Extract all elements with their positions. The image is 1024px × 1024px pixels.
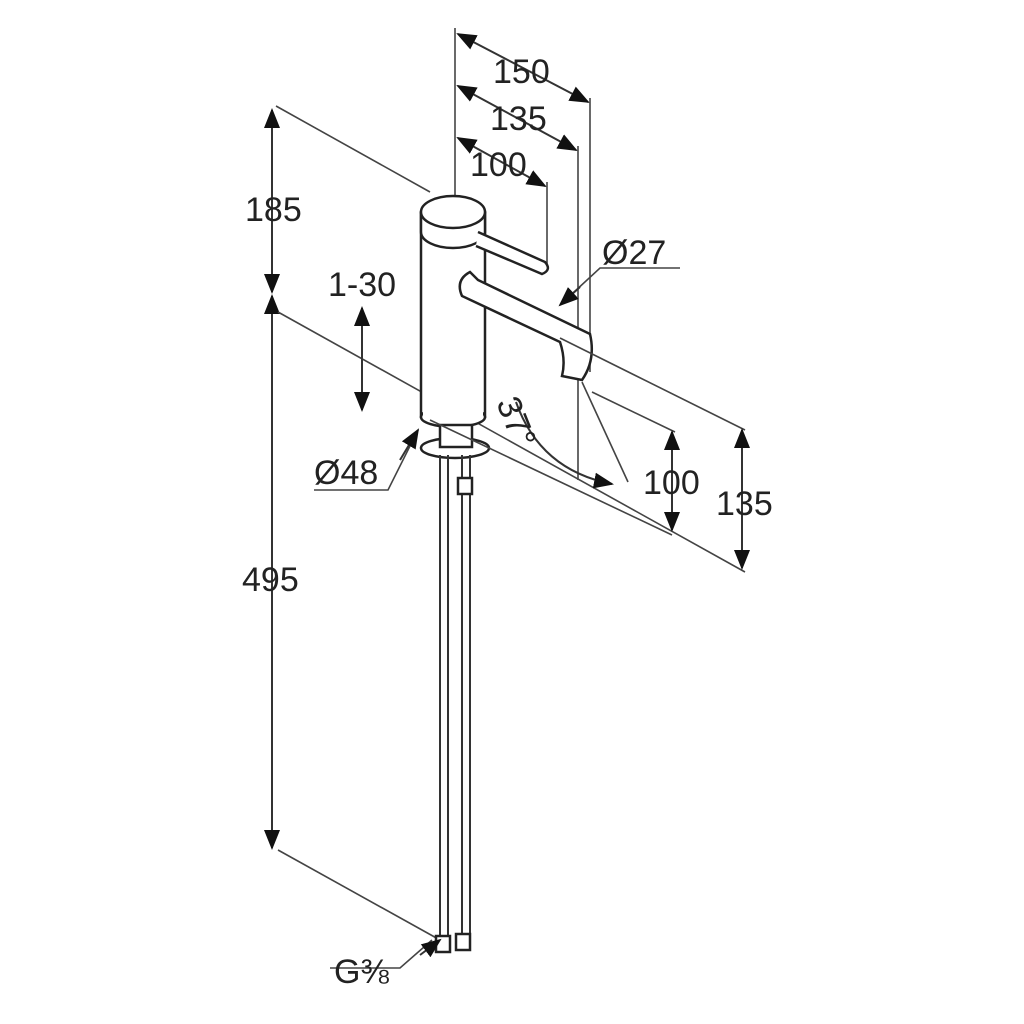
angle-arc-37 xyxy=(515,401,614,489)
arrow-o48 xyxy=(399,428,420,461)
extension-line xyxy=(275,105,431,193)
extension-line xyxy=(559,337,746,431)
base-nut xyxy=(438,423,474,449)
label-185: 185 xyxy=(245,191,302,229)
connector xyxy=(454,932,472,952)
arrow-g38 xyxy=(419,938,442,958)
label-495: 495 xyxy=(242,561,299,599)
faucet xyxy=(419,194,593,954)
label-135-top: 135 xyxy=(490,100,547,138)
angle-line xyxy=(581,381,629,483)
fitting xyxy=(456,476,474,496)
connector xyxy=(434,934,452,954)
body-mask xyxy=(423,405,483,417)
label-o48: Ø48 xyxy=(314,454,379,492)
label-1-30: 1-30 xyxy=(328,266,397,304)
arrow-o27 xyxy=(558,286,581,307)
leader-o48 xyxy=(314,429,419,491)
extension-line xyxy=(277,849,441,941)
extension-line xyxy=(591,391,676,433)
label-150: 150 xyxy=(493,53,550,91)
dimension-100-top xyxy=(456,137,547,187)
lever xyxy=(475,230,550,276)
handle-top xyxy=(419,194,487,230)
dimension-135-top xyxy=(456,85,578,151)
label-135-right: 135 xyxy=(716,485,773,523)
label-g38: G⅜ xyxy=(334,953,389,991)
label-100-right: 100 xyxy=(643,464,700,502)
label-o27: Ø27 xyxy=(602,234,667,272)
extension-line xyxy=(429,419,673,536)
label-100-top: 100 xyxy=(470,146,527,184)
spout xyxy=(458,270,593,382)
